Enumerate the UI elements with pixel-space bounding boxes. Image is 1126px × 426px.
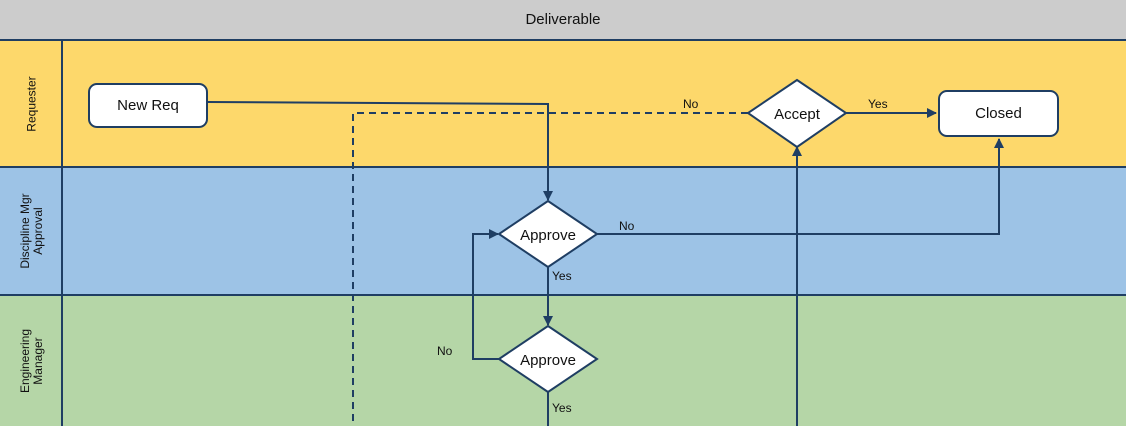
accept-label: Accept: [774, 106, 821, 123]
discipline-no-label: No: [619, 219, 635, 233]
edge-newreq-to-approve: [207, 101, 553, 201]
discipline-approve-diamond: [497, 199, 599, 269]
closed-node[interactable]: Closed: [938, 90, 1059, 137]
discipline-approve-decision[interactable]: Approve: [497, 199, 599, 269]
engineering-approve-diamond: [497, 324, 599, 394]
discipline-approve-label: Approve: [520, 227, 576, 244]
lane-header-requester: Requester: [0, 41, 63, 166]
engineering-approve-decision[interactable]: Approve: [497, 324, 599, 394]
engineering-yes-label: Yes: [552, 401, 572, 415]
accept-diamond: [746, 78, 848, 149]
edge-engineering-no: [472, 229, 500, 360]
lane-header-discipline-manager: Discipline Mgr Approval: [0, 168, 63, 294]
accept-no-label: No: [683, 97, 699, 111]
discipline-yes-label: Yes: [552, 269, 572, 283]
edge-accept-no: [352, 112, 748, 426]
edge-discipline-no: [597, 138, 1004, 235]
accept-decision[interactable]: Accept: [746, 78, 848, 149]
new-req-node[interactable]: New Req: [88, 83, 208, 128]
diagram-title: Deliverable: [0, 0, 1126, 41]
engineering-no-label: No: [437, 344, 453, 358]
accept-yes-label: Yes: [868, 97, 888, 111]
engineering-approve-label: Approve: [520, 352, 576, 369]
lane-header-engineering-manager: Engineering Manager: [0, 296, 63, 426]
